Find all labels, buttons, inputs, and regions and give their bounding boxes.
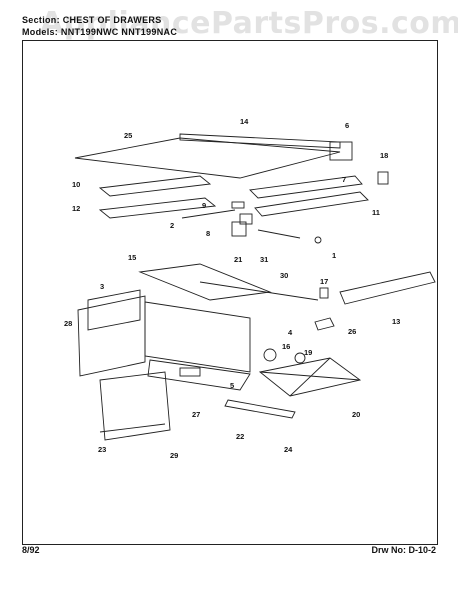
callout-22: 22 — [236, 432, 244, 441]
callout-21: 21 — [234, 255, 242, 264]
part-17-clip — [319, 287, 329, 299]
part-11-rail — [254, 191, 369, 217]
callout-10: 10 — [72, 180, 80, 189]
callout-19: 19 — [304, 348, 312, 357]
part-3-drawer-bin — [87, 289, 141, 331]
callout-16: 16 — [282, 342, 290, 351]
callout-25: 25 — [124, 131, 132, 140]
part-16 — [263, 348, 277, 362]
callout-8: 8 — [206, 229, 210, 238]
part-2-rod — [181, 209, 236, 219]
callout-4: 4 — [288, 328, 293, 337]
part-27 — [179, 367, 201, 377]
callout-12: 12 — [72, 204, 80, 213]
callout-13: 13 — [392, 317, 400, 326]
callout-23: 23 — [98, 445, 106, 454]
part-28-drawer-left — [77, 295, 146, 377]
callout-31: 31 — [260, 255, 268, 264]
part-9 — [231, 201, 245, 209]
part-12-slide — [98, 197, 217, 219]
callout-20: 20 — [352, 410, 360, 419]
part-18-clip — [377, 171, 389, 185]
callout-2: 2 — [170, 221, 174, 230]
callout-3: 3 — [100, 282, 104, 291]
callout-1: 1 — [332, 251, 336, 260]
part-26 — [314, 317, 335, 331]
section-label: Section: CHEST OF DRAWERS — [22, 15, 162, 25]
part-25-cover — [74, 137, 341, 179]
part-15-frame — [138, 263, 272, 301]
part-10-slide — [98, 175, 212, 197]
part-23-trim — [99, 423, 166, 433]
part-5-drawer-base — [147, 359, 251, 391]
part-1-screw — [314, 236, 322, 244]
callout-18: 18 — [380, 151, 388, 160]
callout-7: 7 — [342, 175, 346, 184]
part-19 — [294, 352, 306, 364]
part-4-drawer-right — [144, 301, 251, 373]
part-20-brace-a — [259, 371, 361, 381]
footer-date: 8/92 — [22, 545, 40, 555]
part-30-rod — [199, 281, 319, 301]
part-31-rod — [257, 229, 301, 239]
callout-9: 9 — [202, 201, 206, 210]
part-14-rail — [179, 133, 341, 149]
callout-26: 26 — [348, 327, 356, 336]
part-29-panel — [99, 371, 171, 441]
callout-28: 28 — [64, 319, 72, 328]
diagram-frame — [22, 40, 438, 545]
part-6-bracket — [329, 141, 353, 161]
callout-6: 6 — [345, 121, 349, 130]
part-20-brace-b — [289, 357, 331, 397]
callout-5: 5 — [230, 381, 234, 390]
callout-14: 14 — [240, 117, 249, 126]
callout-30: 30 — [280, 271, 288, 280]
model-label: Models: NNT199NWC NNT199NAC — [22, 27, 178, 37]
part-21 — [231, 221, 247, 237]
callout-27: 27 — [192, 410, 200, 419]
callout-24: 24 — [284, 445, 293, 454]
watermark: AppliancePartsPros.com — [40, 6, 458, 41]
callout-29: 29 — [170, 451, 178, 460]
callout-11: 11 — [372, 208, 380, 217]
callout-17: 17 — [320, 277, 328, 286]
callout-15: 15 — [128, 253, 136, 262]
part-24-strip — [224, 399, 296, 419]
part-13-rail — [339, 271, 436, 305]
part-7-slide — [249, 175, 363, 199]
footer-drawing-number: Drw No: D-10-2 — [371, 545, 436, 555]
